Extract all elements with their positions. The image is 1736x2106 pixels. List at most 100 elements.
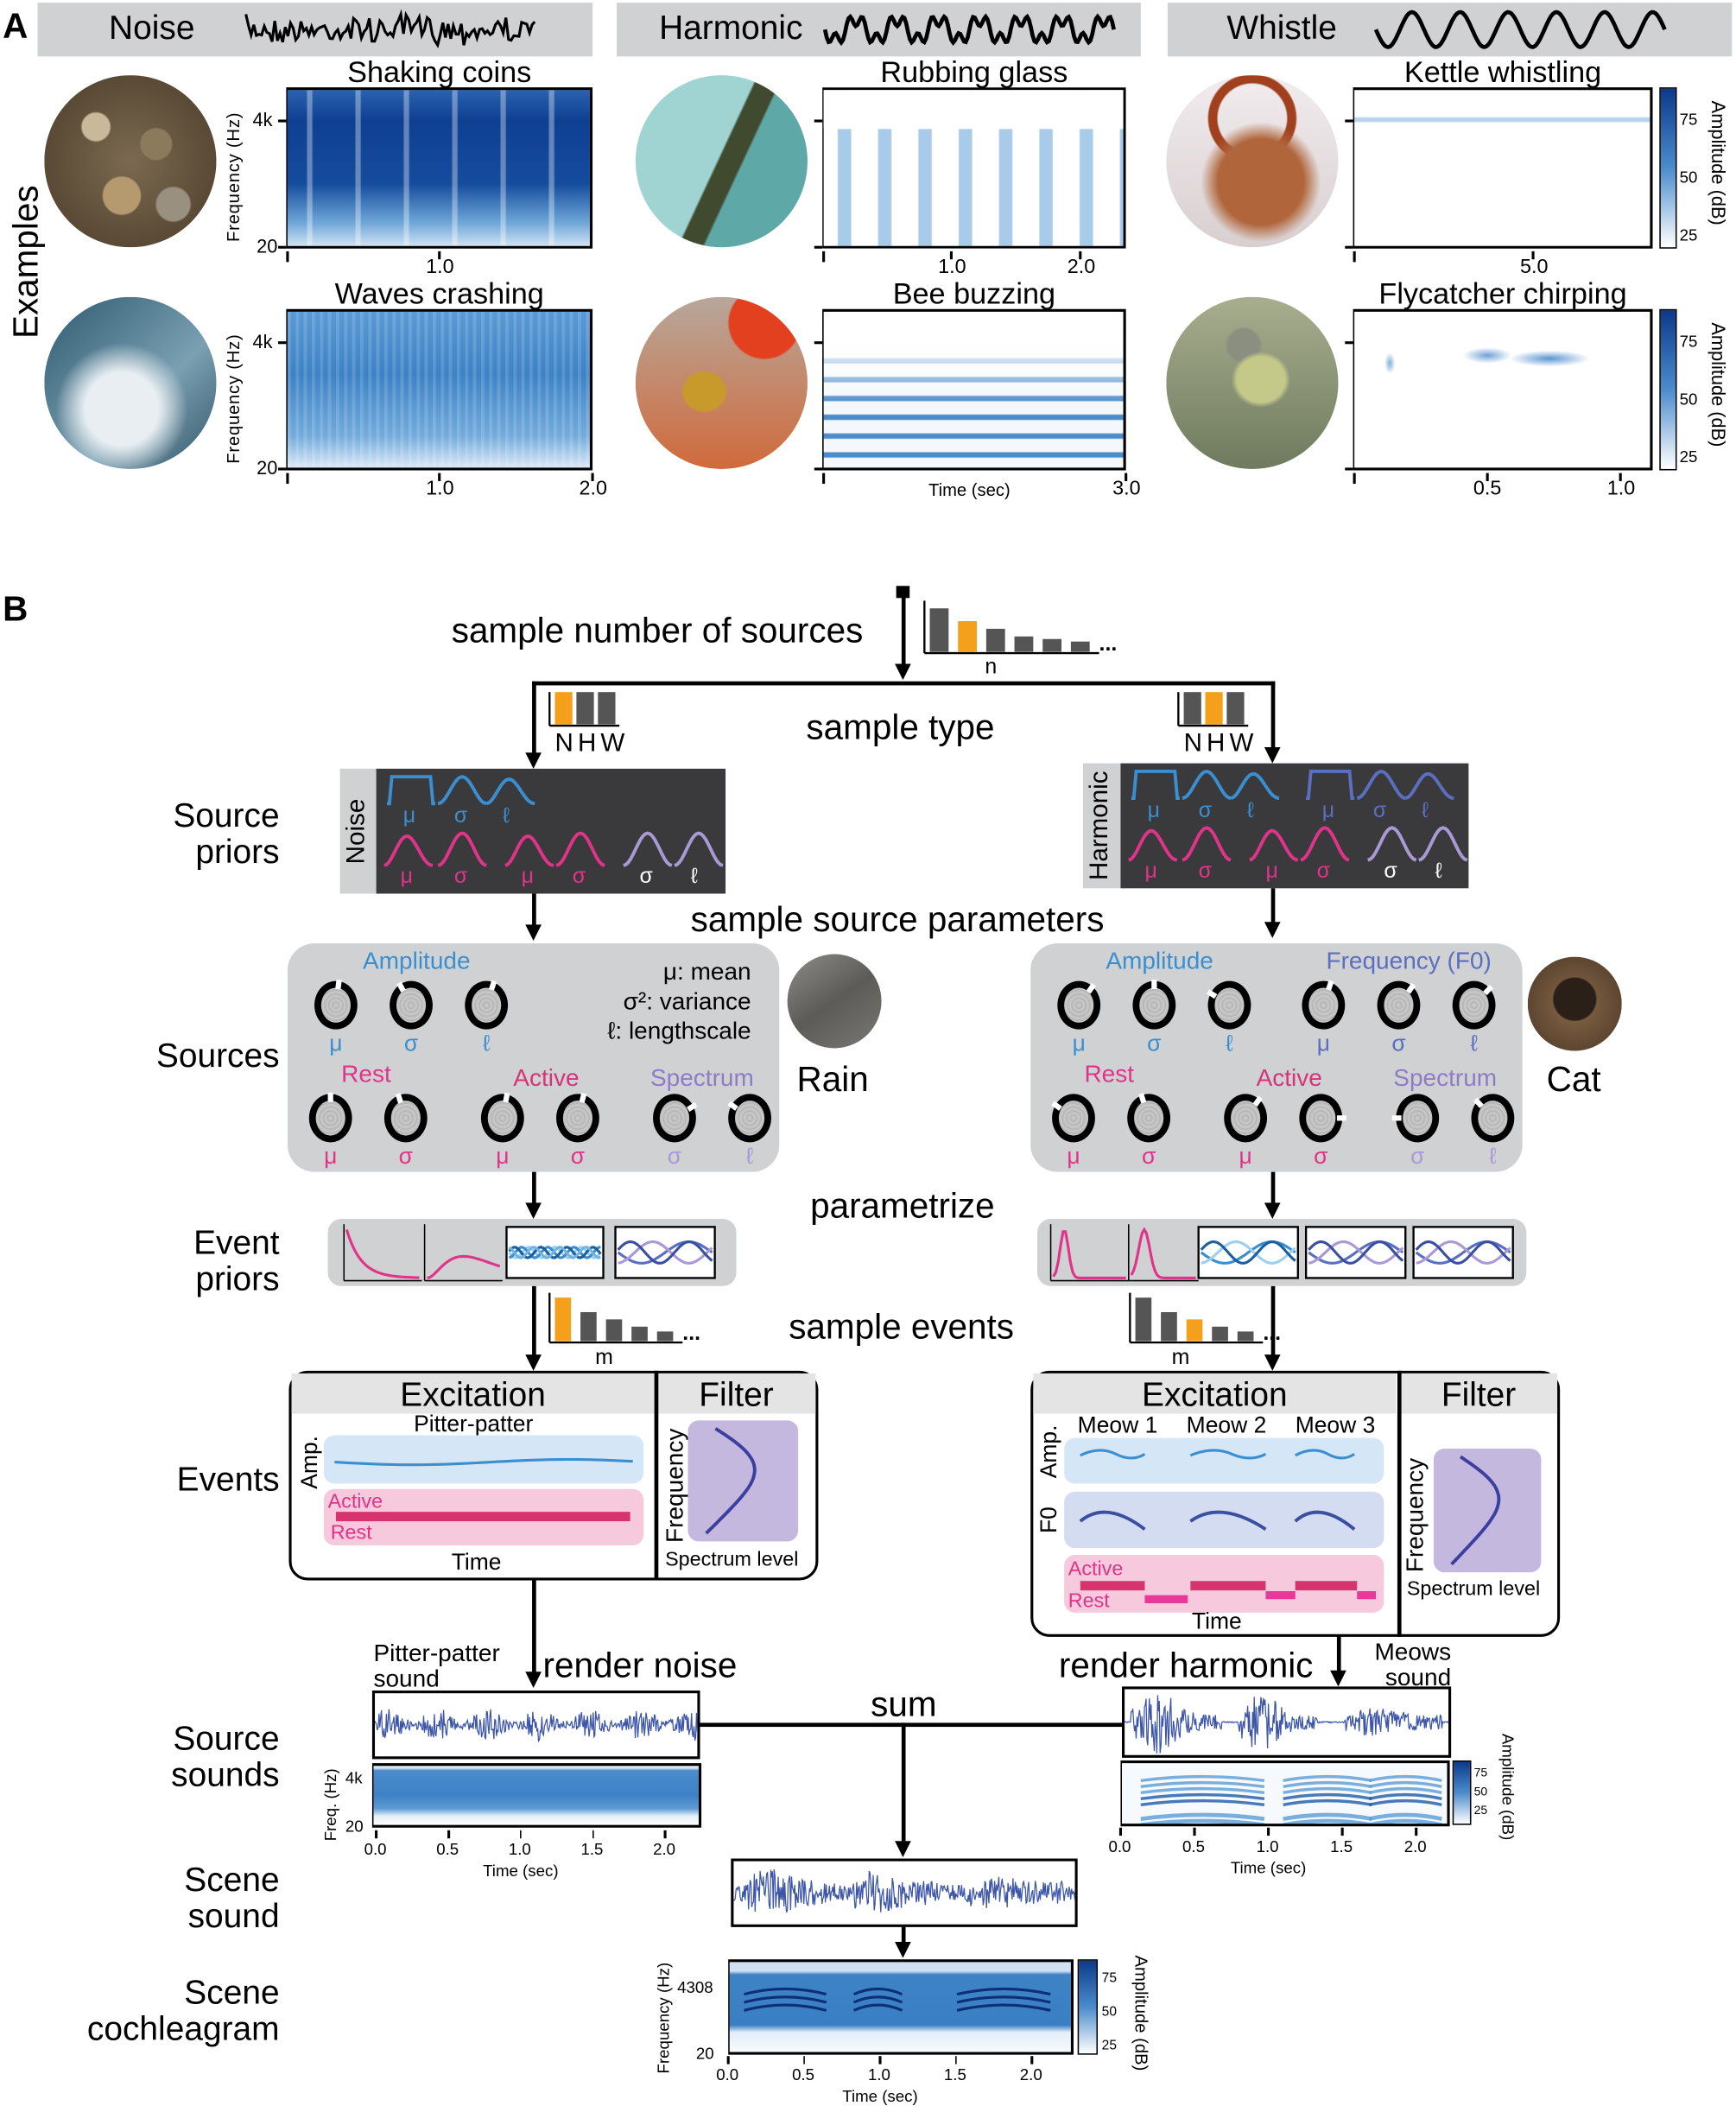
active-label: Active <box>1068 1557 1124 1581</box>
category-name: Whistle <box>1226 9 1337 48</box>
parameter-knob <box>1052 1094 1095 1143</box>
source-name: Rain <box>796 1058 869 1100</box>
knob-indicator <box>1151 980 1157 1005</box>
y-tick <box>1345 245 1353 249</box>
knob-param-label: σ <box>1410 1143 1425 1170</box>
x-tick <box>954 2056 958 2065</box>
m-distribution-right: ... <box>1129 1292 1281 1345</box>
prior-curve <box>1182 769 1232 800</box>
scene-cochleagram <box>728 1959 1074 2055</box>
prior-param-label: σ <box>1198 860 1213 884</box>
arrow-icon <box>895 1941 911 1958</box>
legend-text: ℓ: lengthscale <box>607 1017 751 1044</box>
amp-curve <box>334 1457 633 1467</box>
knob-param-label: ℓ <box>1470 1031 1478 1056</box>
rest-bars <box>1144 1590 1377 1603</box>
colorbar-label: Amplitude (dB) <box>1707 100 1730 225</box>
bar <box>598 692 616 725</box>
prior-param-label: μ <box>1265 860 1278 884</box>
sources-box <box>287 943 780 1172</box>
filter-plot <box>1433 1449 1542 1573</box>
x-tick-label: 1.0 <box>938 255 966 279</box>
knob-indicator <box>1397 986 1413 1005</box>
parameter-knob <box>556 1094 599 1143</box>
x-tick <box>592 1830 594 1839</box>
y-tick-label: 4k <box>252 330 273 352</box>
harmonic-band <box>1368 1774 1442 1782</box>
colorbar-tick-label: 25 <box>1679 447 1698 466</box>
flow-line <box>532 681 536 756</box>
flow-line <box>532 1171 536 1204</box>
bar <box>1226 692 1245 725</box>
waveform-line <box>374 1709 699 1743</box>
event-priors-plots <box>1049 1224 1514 1282</box>
colorbar-tick-label: 75 <box>1679 332 1698 352</box>
meow-curves <box>1079 1449 1377 1603</box>
row-label-event-priors: Event priors <box>193 1224 280 1298</box>
spectrogram-coins <box>286 87 593 249</box>
flow-line <box>1336 1635 1341 1673</box>
flow-line <box>901 1925 906 1942</box>
scene-harmonic-bands <box>744 1987 1051 2012</box>
prior-curve <box>1300 826 1350 862</box>
harmonic-band <box>956 2003 1051 2012</box>
x-tick <box>1619 473 1622 481</box>
bar <box>929 608 949 652</box>
flow-line <box>532 681 1276 686</box>
colorbar <box>1077 1959 1099 2055</box>
flow-line <box>1270 888 1276 925</box>
harmonic-band <box>852 1987 903 1996</box>
event-name: Pitter-patter <box>414 1411 534 1437</box>
knob-indicator <box>1322 983 1332 1005</box>
f0-line <box>1079 1510 1146 1531</box>
harmonic-band <box>1140 1780 1265 1789</box>
y-tick <box>814 467 823 471</box>
row-label-scene-cochleagram: Scene cochleagram <box>86 1974 280 2048</box>
harmonic-band <box>1368 1818 1442 1824</box>
event-prior-sample <box>1200 1240 1296 1265</box>
knob-param-label: μ <box>1316 1031 1330 1056</box>
filter-curve <box>1450 1455 1501 1566</box>
n-axis-label: n <box>985 656 998 679</box>
harmonic-waveform-icon <box>822 13 1116 47</box>
arrow-icon <box>525 1202 542 1220</box>
source-priors-box <box>376 768 726 894</box>
source-priors-box <box>1120 763 1469 889</box>
amp-line <box>334 1457 633 1467</box>
prior-curve <box>437 831 487 867</box>
knob-indicator <box>731 1104 751 1120</box>
x-axis-start <box>1353 251 1356 263</box>
knob-param-label: σ <box>1141 1143 1156 1170</box>
selected-bar <box>554 692 573 725</box>
divider <box>1397 1370 1401 1637</box>
parameter-knob <box>1224 1094 1268 1143</box>
harmonic-band <box>744 2003 827 2012</box>
flow-line <box>1270 1171 1276 1204</box>
x-tick <box>447 1830 450 1839</box>
colorbar-tick-label: 50 <box>1679 390 1698 409</box>
step-sample-number: sample number of sources <box>451 610 864 650</box>
type-label: N <box>554 729 573 758</box>
x-tick <box>1267 1827 1270 1836</box>
prior-param-label: σ <box>453 865 468 889</box>
category-header-whistle: Whistle <box>1167 3 1733 57</box>
knob-param-label: σ <box>1314 1143 1328 1170</box>
event-prior-sample <box>508 1246 601 1259</box>
row-label-events: Events <box>176 1461 280 1499</box>
amp-line <box>1294 1449 1356 1460</box>
time-axis-label: Time <box>451 1549 502 1576</box>
flow-line <box>1270 1285 1276 1356</box>
knob-indicator <box>1395 1117 1417 1120</box>
amp-band <box>1064 1437 1384 1484</box>
flow-line <box>532 1578 536 1673</box>
source-group-title: Spectrum <box>1393 1064 1498 1092</box>
y-tick-label: 20 <box>257 456 278 479</box>
example-title: Rubbing glass <box>880 54 1068 89</box>
spectrogram-bird <box>1353 308 1653 471</box>
x-axis-start <box>286 473 289 485</box>
f0-band <box>1064 1491 1384 1549</box>
parameter-knob <box>1299 1094 1343 1143</box>
parameter-knob <box>1452 980 1496 1030</box>
selected-bar <box>554 1297 572 1342</box>
example-title: Flycatcher chirping <box>1378 276 1627 311</box>
